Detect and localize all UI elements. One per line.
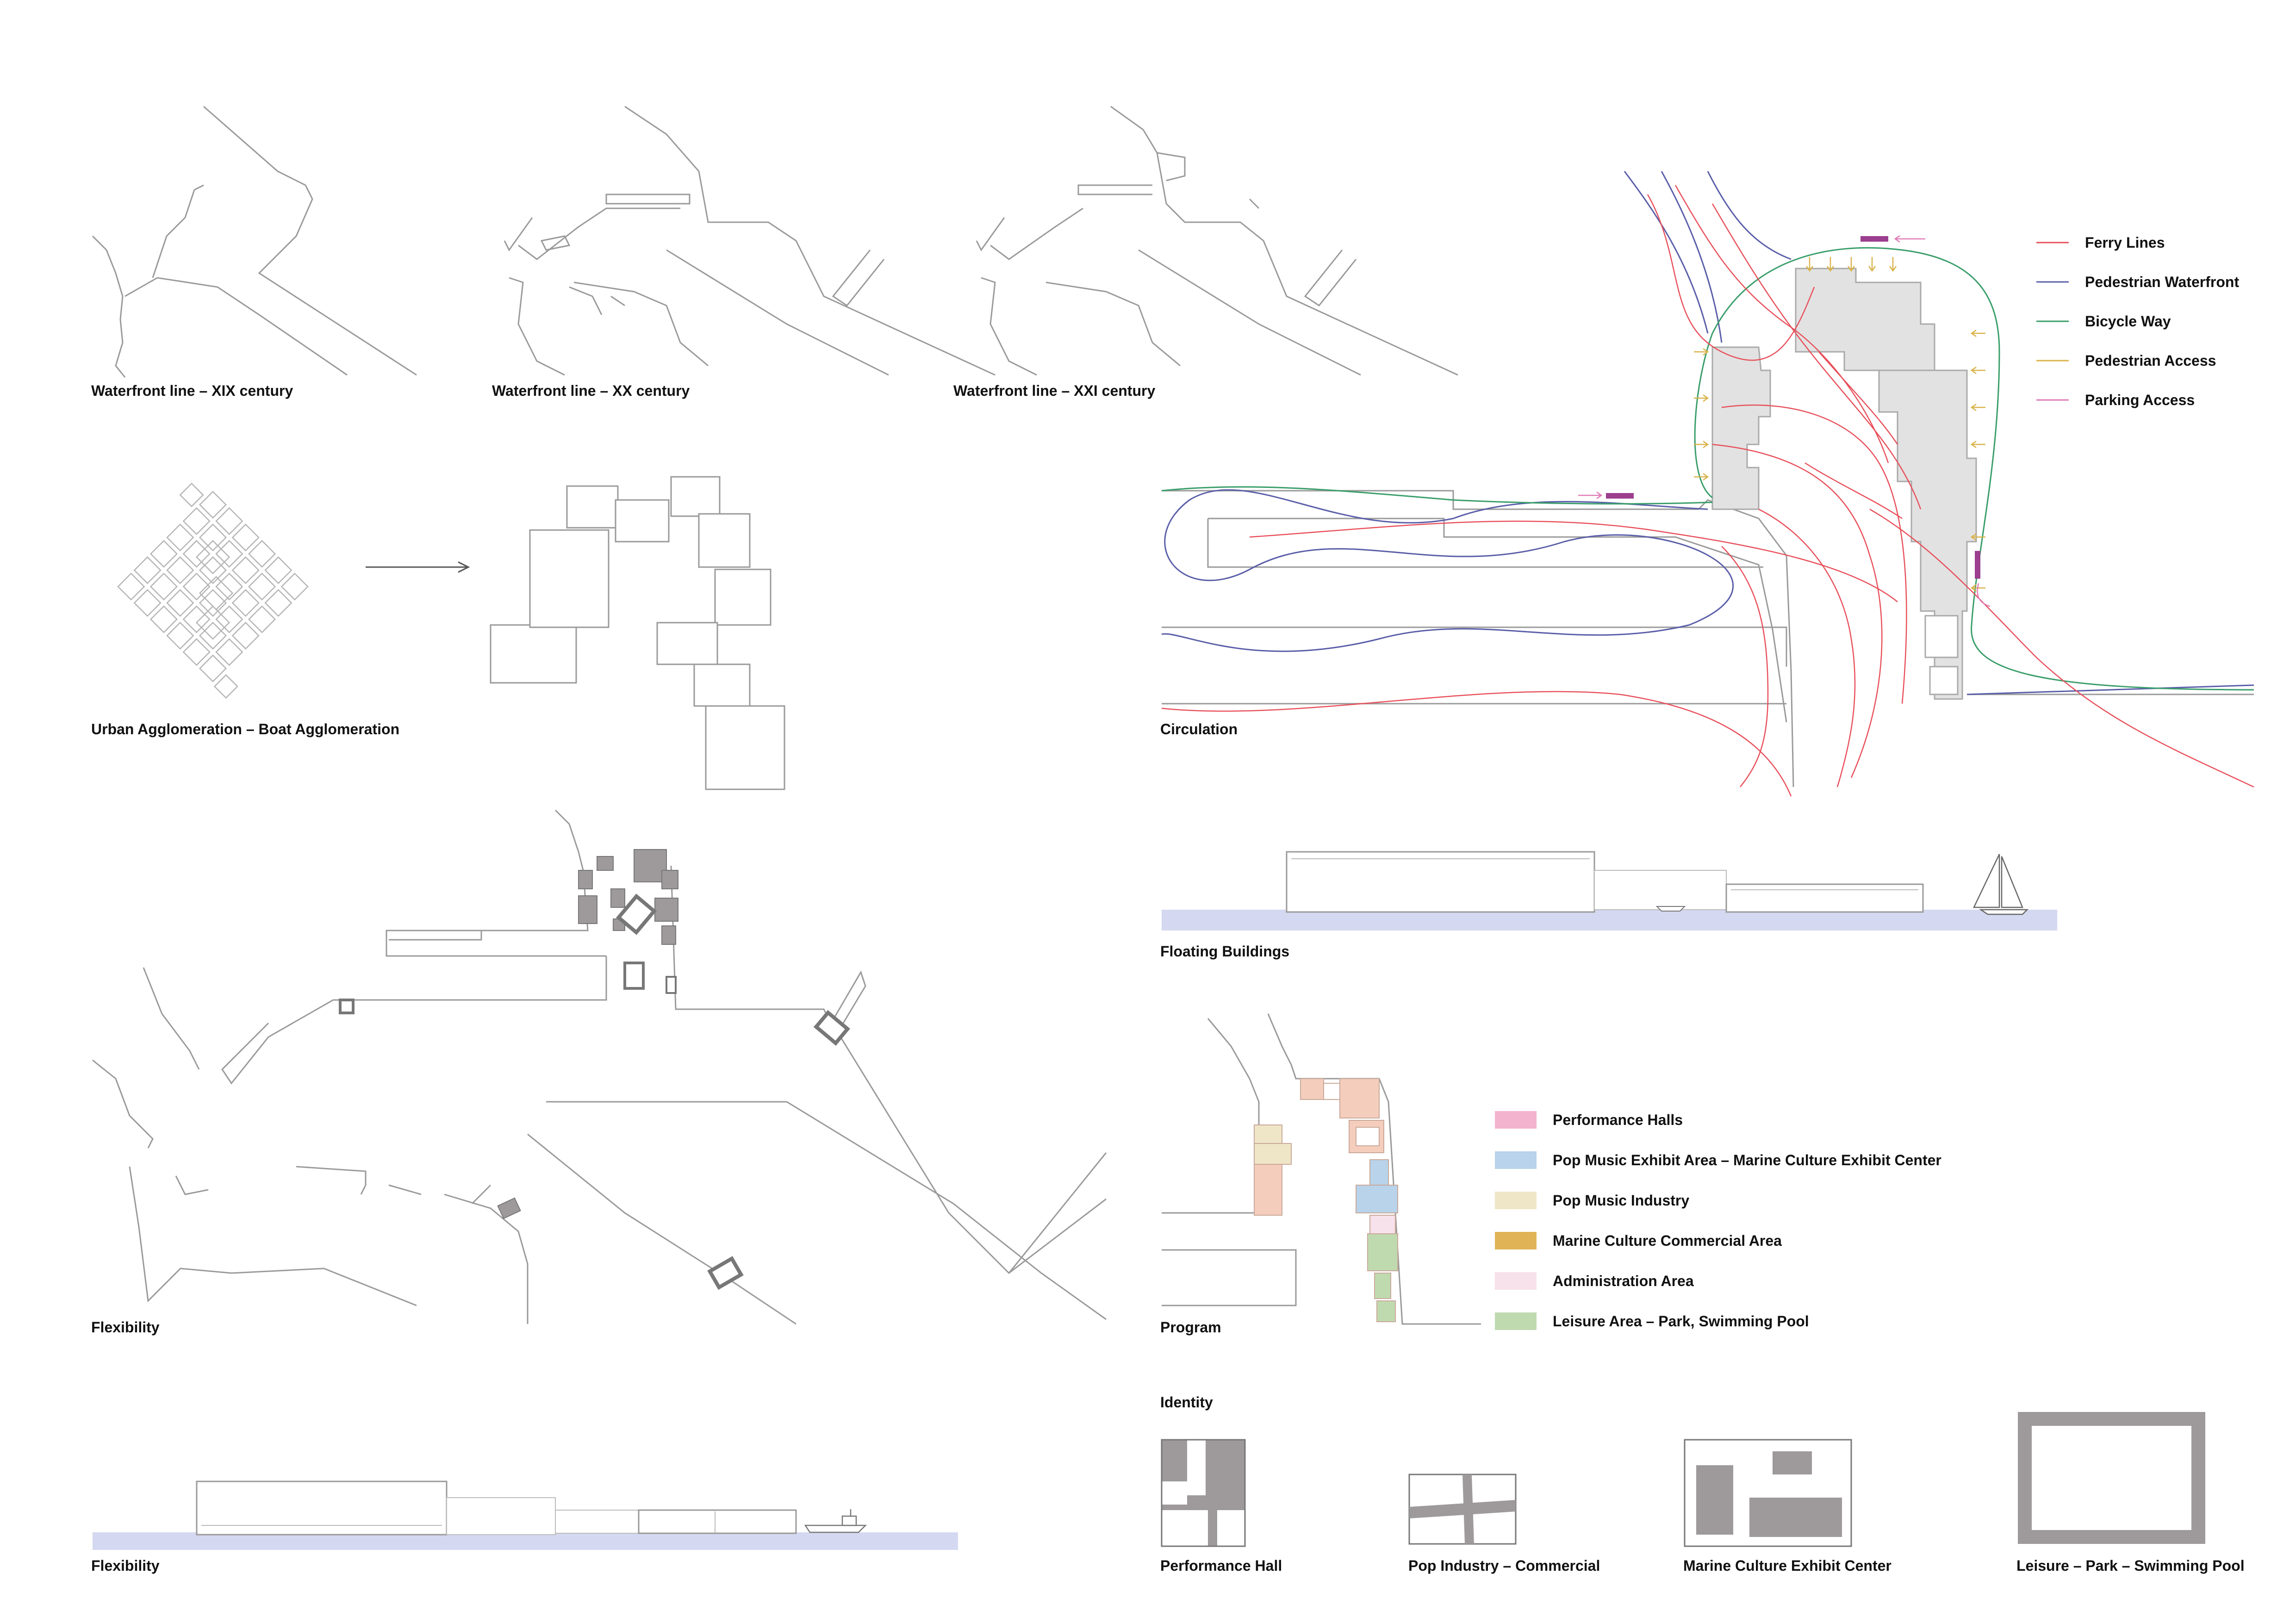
legend-pop-music-industry: Pop Music Industry xyxy=(1553,1192,1689,1209)
circulation-legend: Ferry Lines Pedestrian Waterfront Bicycl… xyxy=(2036,234,2239,408)
waterfront-xx-drawing xyxy=(504,106,996,376)
caption-identity-pop-industry: Pop Industry – Commercial xyxy=(1408,1557,1600,1574)
identity-pop-industry-diagram xyxy=(1408,1474,1517,1545)
flexibility-section xyxy=(93,1480,958,1550)
caption-waterfront-xix: Waterfront line – XIX century xyxy=(91,382,293,399)
water-band xyxy=(1162,910,2057,931)
caption-identity-marine-culture: Marine Culture Exhibit Center xyxy=(1683,1557,1892,1574)
caption-circulation: Circulation xyxy=(1160,721,1238,737)
floating-buildings-section xyxy=(1162,851,2057,931)
caption-flexibility-plan: Flexibility xyxy=(91,1319,160,1336)
waterfront-xix-drawing xyxy=(92,106,417,378)
legend-pedestrian-waterfront: Pedestrian Waterfront xyxy=(2085,274,2239,290)
circulation-building-west xyxy=(1711,346,1771,510)
legend-leisure: Leisure Area – Park, Swimming Pool xyxy=(1553,1313,1809,1330)
caption-flexibility-section: Flexibility xyxy=(91,1557,160,1574)
identity-performance-hall-diagram xyxy=(1161,1439,1246,1547)
flexibility-plan xyxy=(92,809,1107,1325)
arrow-icon xyxy=(366,561,470,573)
parking-marker xyxy=(1606,493,1634,499)
legend-marine-commercial: Marine Culture Commercial Area xyxy=(1553,1232,1782,1249)
caption-waterfront-xxi: Waterfront line – XXI century xyxy=(953,382,1155,399)
legend-parking-access: Parking Access xyxy=(2085,392,2195,408)
caption-floating-buildings: Floating Buildings xyxy=(1160,943,1289,960)
caption-identity: Identity xyxy=(1160,1394,1213,1411)
boat-agglomeration-boxes xyxy=(490,476,785,790)
legend-performance-halls: Performance Halls xyxy=(1553,1112,1683,1128)
legend-bicycle-way: Bicycle Way xyxy=(2085,313,2171,330)
caption-program: Program xyxy=(1160,1319,1221,1336)
parking-marker xyxy=(1975,551,1980,579)
program-plan xyxy=(1162,1013,1481,1325)
identity-leisure-diagram xyxy=(2018,1412,2205,1544)
program-legend: Performance Halls Pop Music Exhibit Area… xyxy=(1495,1111,1941,1330)
legend-pop-music-exhibit: Pop Music Exhibit Area – Marine Culture … xyxy=(1553,1152,1941,1168)
circulation-plan xyxy=(1161,171,2254,797)
legend-administration: Administration Area xyxy=(1553,1273,1694,1289)
caption-identity-leisure: Leisure – Park – Swimming Pool xyxy=(2016,1557,2245,1574)
legend-ferry-lines: Ferry Lines xyxy=(2085,234,2165,251)
urban-agglomeration-pattern xyxy=(117,482,309,699)
identity-marine-culture-diagram xyxy=(1684,1439,1852,1547)
caption-identity-performance-hall: Performance Hall xyxy=(1160,1557,1282,1574)
legend-pedestrian-access: Pedestrian Access xyxy=(2085,352,2216,369)
sailboat-icon xyxy=(1973,854,2029,915)
waterfront-xxi-drawing xyxy=(976,106,1458,376)
boat-icon xyxy=(804,1509,867,1533)
caption-urban-agglomeration: Urban Agglomeration – Boat Agglomeration xyxy=(91,721,399,737)
parking-marker xyxy=(1860,236,1888,242)
caption-waterfront-xx: Waterfront line – XX century xyxy=(492,382,690,399)
